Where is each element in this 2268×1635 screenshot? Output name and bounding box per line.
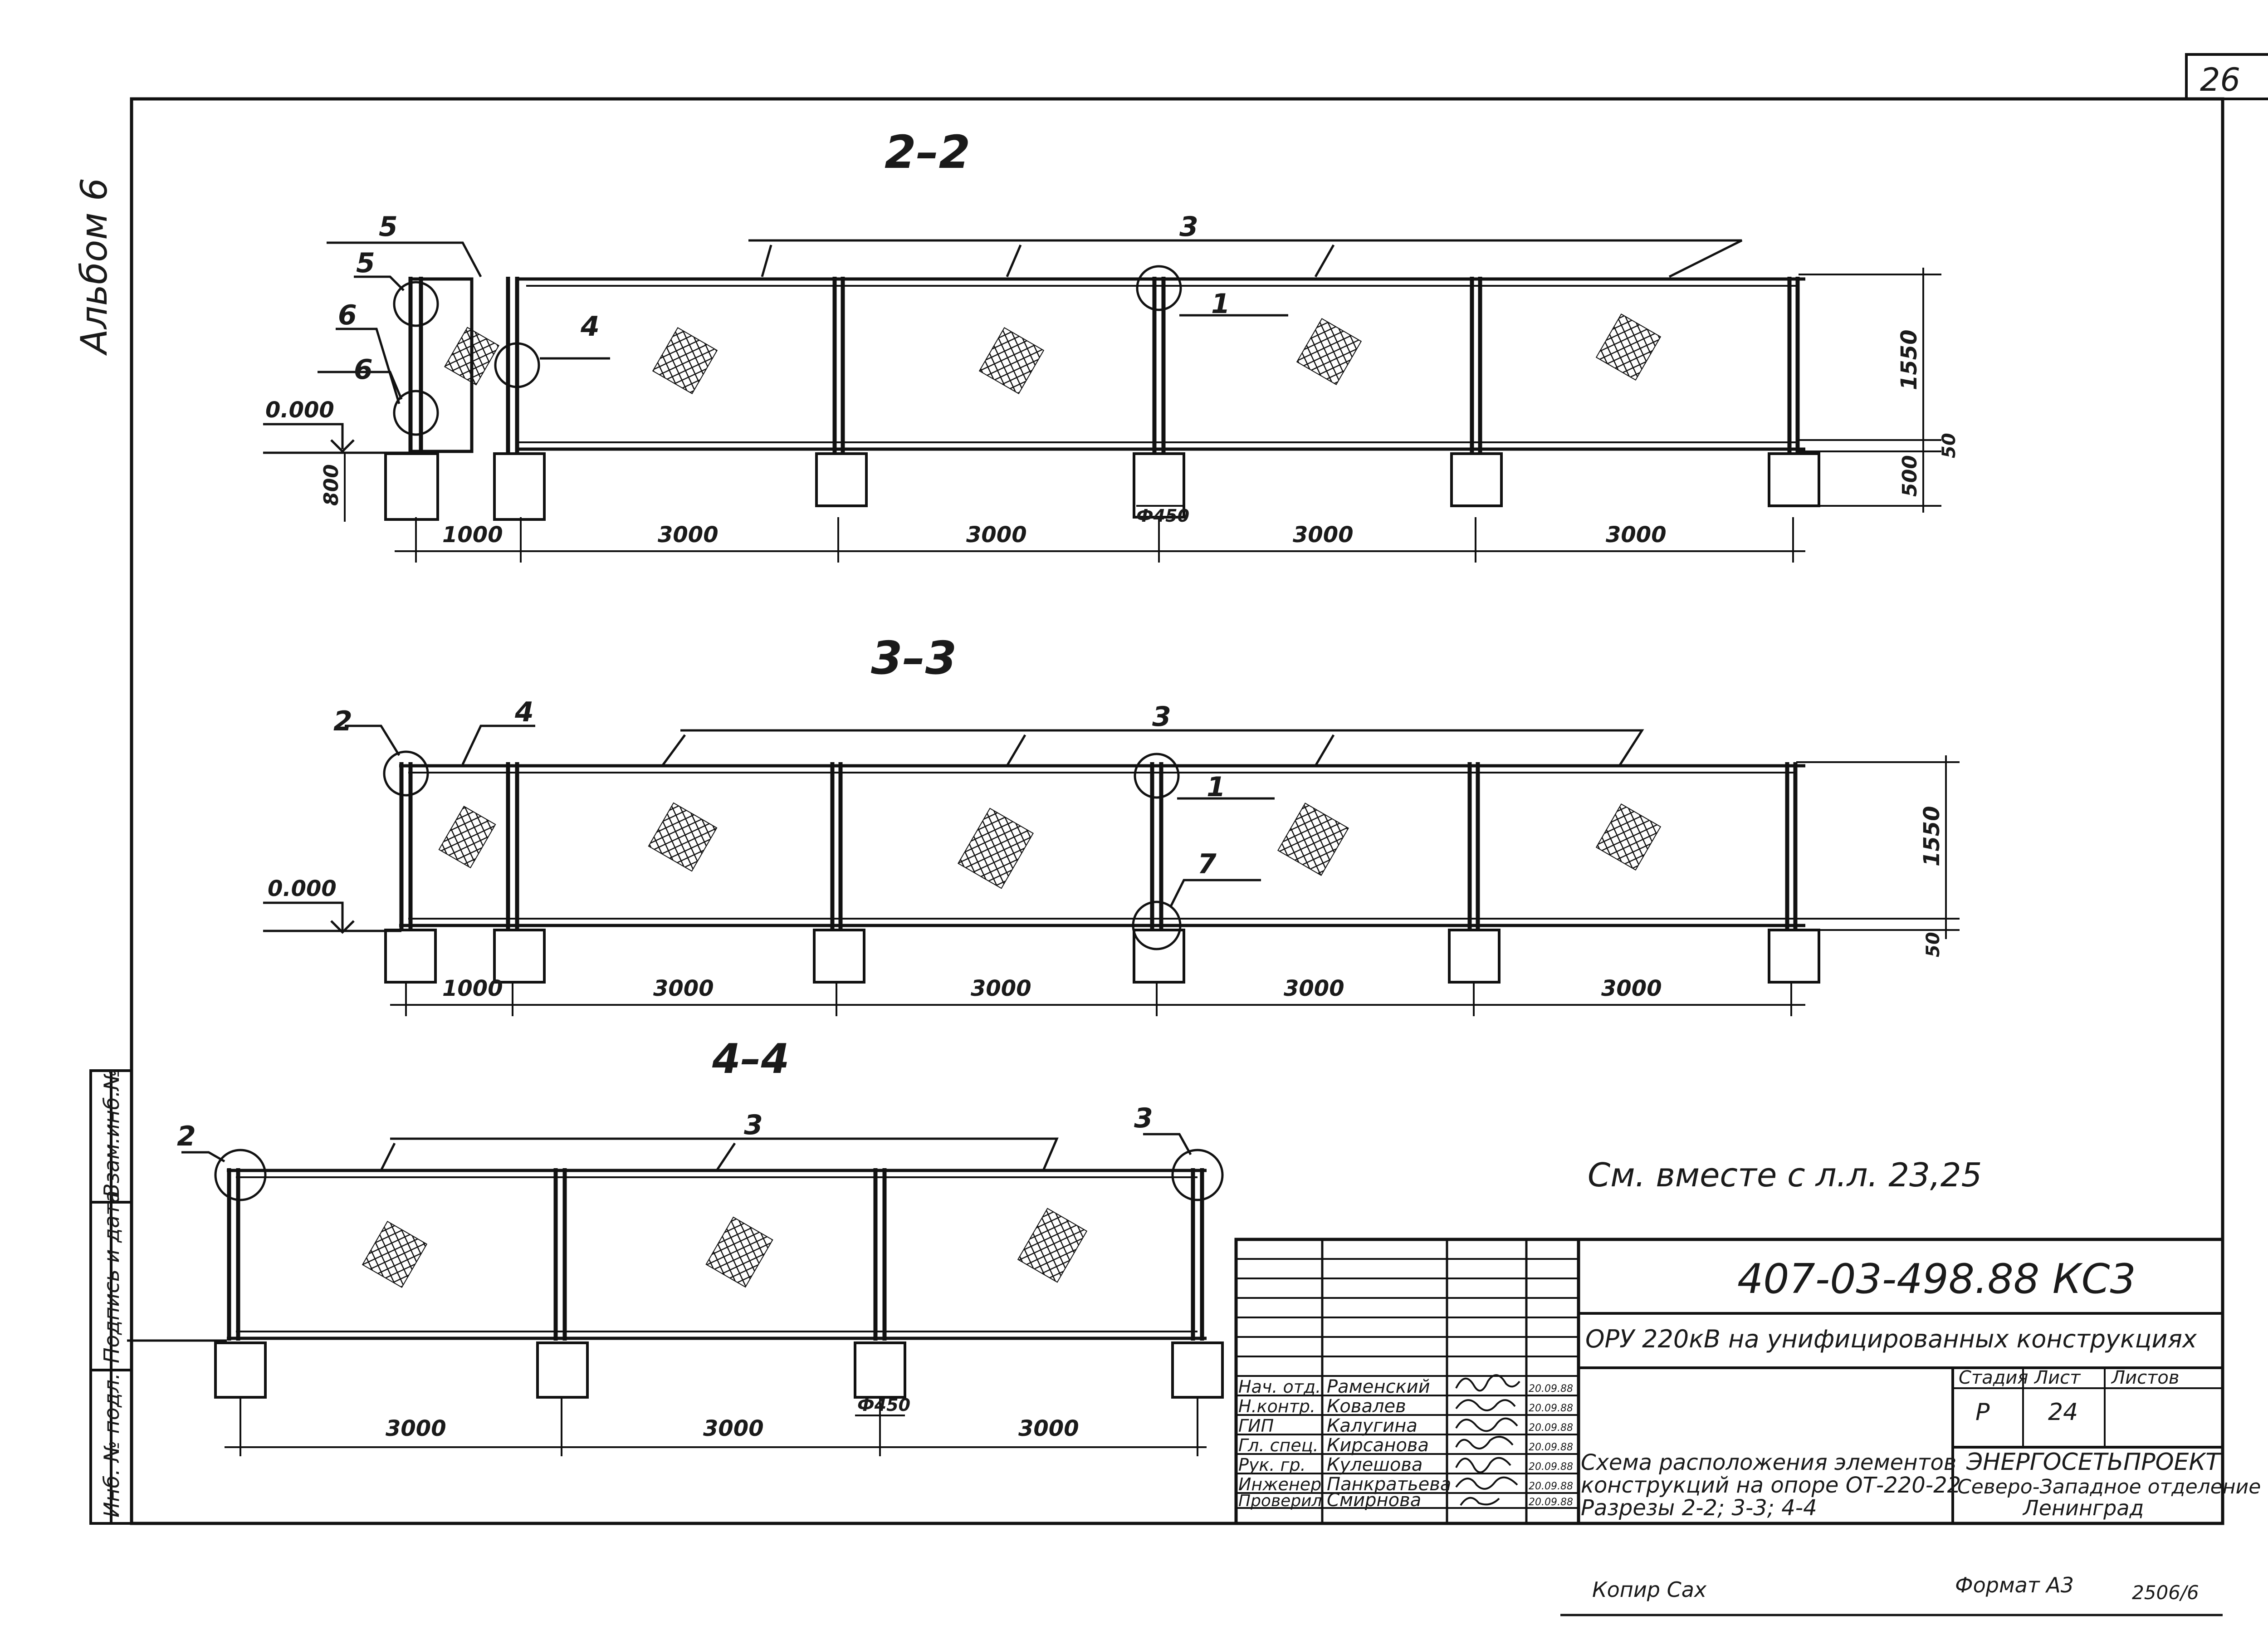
page-number: 26	[2200, 61, 2240, 98]
staff-date: 20.09.88	[1529, 1383, 1573, 1395]
callout-label: 1	[1211, 288, 1230, 320]
sheet-value: 24	[2048, 1399, 2078, 1426]
section-title: 2–2	[885, 126, 970, 179]
vertical-dimension: 500	[1898, 455, 1921, 497]
dimension-label: 3000	[703, 1416, 764, 1441]
section-3-3: 3–3	[263, 631, 1960, 1016]
vertical-dimension: 1550	[1919, 806, 1945, 866]
organization-city: Ленинград	[2022, 1496, 2144, 1520]
staff-name: Ковалев	[1327, 1396, 1406, 1417]
copy-label: Копир Сах	[1592, 1577, 1707, 1602]
section-title: 3–3	[871, 631, 957, 685]
callout-label: 1	[1207, 771, 1226, 803]
staff-name: Панкратьева	[1327, 1474, 1451, 1495]
dimension-label: 1000	[442, 976, 503, 1001]
dimension-label: 3000	[1293, 522, 1354, 548]
callout-label: 3	[744, 1109, 763, 1141]
staff-date: 20.09.88	[1529, 1461, 1573, 1473]
vertical-dimension: 800	[320, 464, 343, 506]
album-label: Альбом 6	[73, 178, 115, 356]
staff-name: Калугина	[1327, 1415, 1418, 1436]
dimension-label: 3000	[658, 522, 719, 548]
callout-label: 4	[514, 696, 534, 728]
callout-label: 5	[356, 247, 375, 279]
section-title: 4–4	[712, 1035, 789, 1083]
callout-label: 2	[333, 705, 352, 737]
dimension-label: 3000	[971, 976, 1031, 1001]
callout-label: 3	[1152, 701, 1171, 733]
callout-label: 5	[379, 211, 398, 243]
sheet-frame	[130, 97, 2224, 1525]
side-stamp	[89, 1069, 133, 1525]
dimension-label: 3000	[1018, 1416, 1079, 1441]
organization-branch: Северо-Западное отделение	[1957, 1475, 2261, 1498]
drawing-title-line: Схема расположения элементов	[1581, 1450, 1956, 1475]
staff-name: Раменский	[1327, 1376, 1430, 1397]
side-stamp-cell: Инб. № подл.	[99, 1373, 124, 1518]
level-mark: 0.000	[265, 397, 334, 423]
staff-role: Инженер	[1238, 1474, 1321, 1494]
vertical-dimension: 50	[1923, 932, 1944, 957]
vertical-dimension: 50	[1939, 433, 1960, 458]
stage-value: Р	[1975, 1399, 1990, 1426]
staff-table: Нач. отд. Раменский 20.09.88 Н.контр. Ко…	[1238, 1376, 1573, 1511]
dimension-label: 3000	[966, 522, 1027, 548]
callout-label: 3	[1179, 211, 1198, 243]
drawing-title-line: Разрезы 2-2; 3-3; 4-4	[1581, 1495, 1817, 1521]
side-stamp-cell: Взам.инб.№	[99, 1069, 124, 1198]
vertical-dimension: 1550	[1897, 329, 1922, 390]
dimension-label: 3000	[1606, 522, 1667, 548]
sheet-header: Лист	[2033, 1367, 2081, 1388]
reference-note: См. вместе с л.л. 23,25	[1588, 1156, 1982, 1194]
dimension-label: 3000	[386, 1416, 446, 1441]
callout-label: 2	[177, 1121, 196, 1152]
document-code: 407-03-498.88 КС3	[1737, 1255, 2136, 1303]
diameter-label: Ф450	[857, 1395, 910, 1415]
sheets-header: Листов	[2111, 1367, 2179, 1388]
organization-name: ЭНЕРГОСЕТЬПРОЕКТ	[1966, 1449, 2222, 1476]
staff-role: Рук. гр.	[1238, 1455, 1306, 1475]
staff-name: Смирнова	[1327, 1490, 1421, 1511]
staff-date: 20.09.88	[1529, 1481, 1573, 1492]
section-2-2: 2–2	[263, 126, 1960, 563]
callout-label: 6	[354, 354, 373, 386]
callout-label: 7	[1198, 848, 1217, 880]
format-label: Формат А3	[1955, 1573, 2074, 1597]
callout-label: 6	[338, 299, 357, 331]
section-4-4: 4–4	[127, 1035, 1224, 1456]
dimension-label: 3000	[1284, 976, 1344, 1001]
level-mark: 0.000	[268, 876, 337, 901]
staff-role: Проверил	[1238, 1492, 1322, 1510]
callout-label: 4	[580, 311, 600, 343]
dimension-label: 3000	[1601, 976, 1662, 1001]
callout-label: 3	[1134, 1102, 1153, 1134]
stamp-code: 2506/6	[2132, 1581, 2199, 1604]
stage-header: Стадия	[1959, 1367, 2028, 1388]
page-number-box	[2185, 53, 2268, 100]
staff-date: 20.09.88	[1529, 1497, 1573, 1508]
title-block	[1234, 1238, 2224, 1525]
signatures	[1455, 1374, 1520, 1506]
staff-role: Н.контр.	[1238, 1396, 1315, 1416]
staff-role: ГИП	[1238, 1416, 1274, 1436]
side-stamp-cell: Подпись и дата	[99, 1190, 124, 1363]
staff-role: Нач. отд.	[1238, 1377, 1321, 1397]
staff-role: Гл. спец.	[1238, 1435, 1319, 1455]
dimension-label: 3000	[653, 976, 714, 1001]
staff-date: 20.09.88	[1529, 1403, 1573, 1414]
staff-name: Кирсанова	[1327, 1435, 1429, 1456]
project-title: ОРУ 220кВ на унифицированных конструкция…	[1585, 1325, 2197, 1353]
staff-date: 20.09.88	[1529, 1442, 1573, 1453]
diameter-label: Ф450	[1136, 506, 1189, 526]
drawing-title-line: конструкций на опоре ОТ-220-22	[1581, 1473, 1961, 1498]
dimension-label: 1000	[442, 522, 503, 548]
staff-date: 20.09.88	[1529, 1422, 1573, 1434]
staff-name: Кулешова	[1327, 1454, 1422, 1475]
